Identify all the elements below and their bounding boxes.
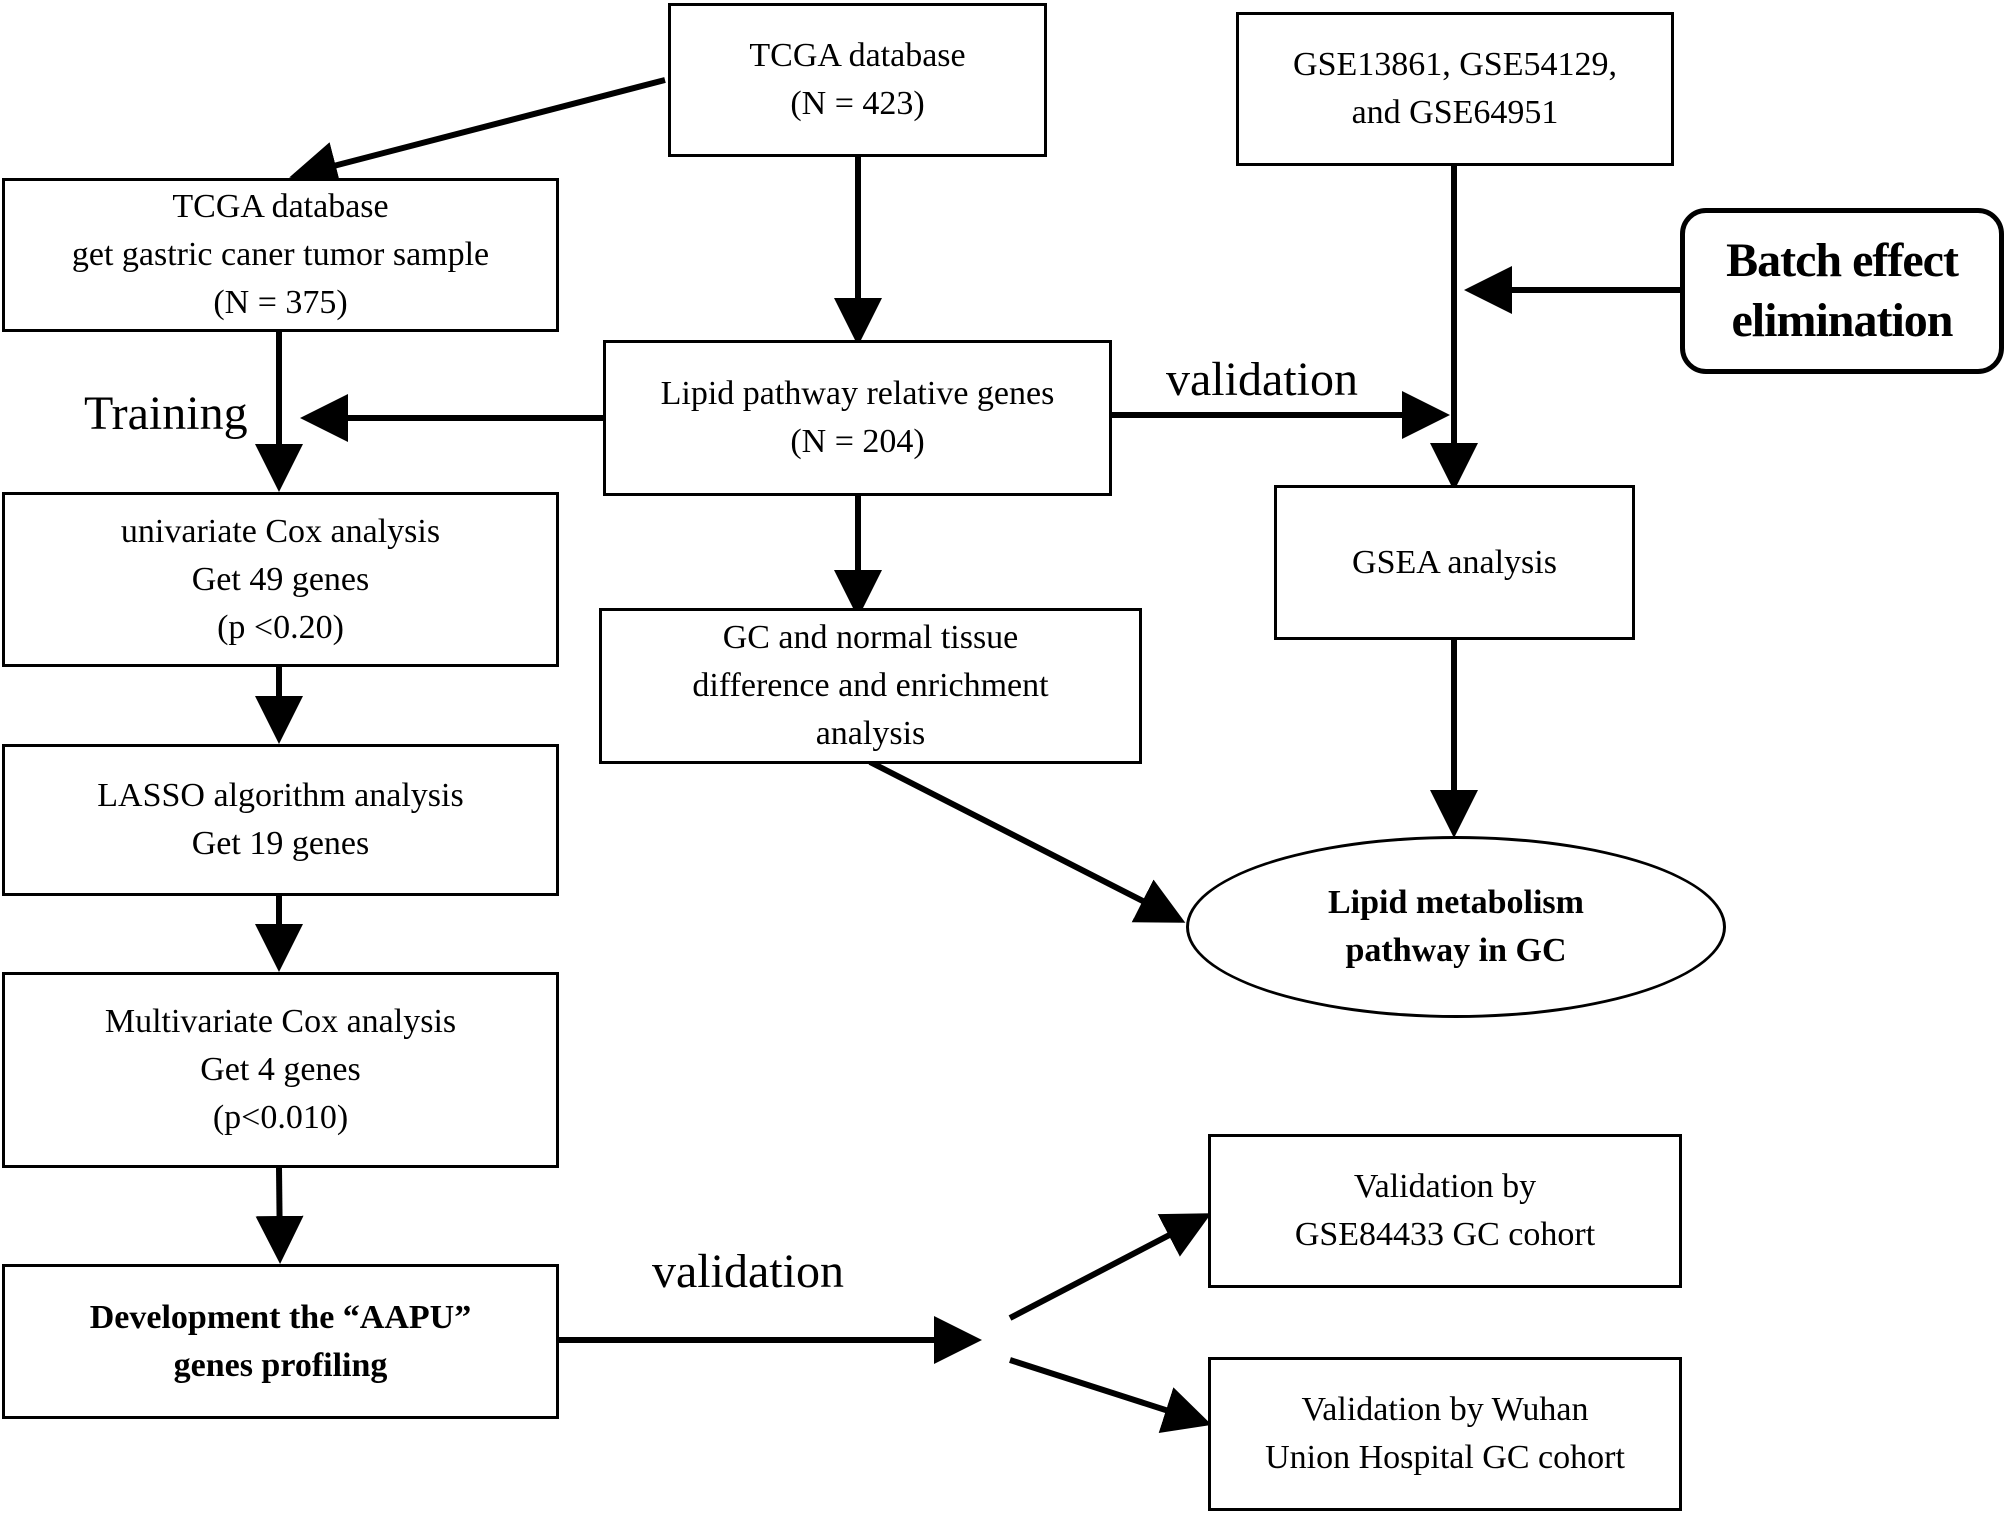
- validation-label-bottom: validation: [652, 1245, 844, 1298]
- multivariate-line-2: Get 4 genes: [200, 1051, 361, 1088]
- lipid-genes-line-2: (N = 204): [790, 423, 925, 460]
- lipid-metabolism-line-2: pathway in GC: [1345, 932, 1567, 969]
- arrow-tcga-to-tumor: [289, 77, 666, 189]
- val-gse84433-line-2: GSE84433 GC cohort: [1294, 1216, 1596, 1253]
- gsea-analysis-box: GSEA analysis: [1274, 485, 1635, 640]
- val-wuhan-line-2: Union Hospital GC cohort: [1265, 1439, 1625, 1476]
- lipid-genes-line-1: Lipid pathway relative genes: [660, 375, 1055, 412]
- batch-effect-line-1: Batch effect: [1726, 234, 1959, 287]
- univariate-line-2: Get 49 genes: [191, 560, 370, 598]
- validation-wuhan-box: Validation by Wuhan Union Hospital GC co…: [1208, 1357, 1682, 1511]
- geo-datasets-line-1: GSE13861, GSE54129,: [1293, 46, 1617, 83]
- multivariate-cox-box: Multivariate Cox analysis Get 4 genes (p…: [2, 972, 559, 1168]
- lipid-metabolism-gc-ellipse: Lipid metabolism pathway in GC: [1186, 836, 1726, 1018]
- lipid-pathway-genes-box: Lipid pathway relative genes (N = 204): [603, 340, 1112, 496]
- gc-normal-line-3: analysis: [815, 715, 926, 752]
- arrow-split-to-gse84433: [1008, 1213, 1212, 1321]
- geo-datasets-line-2: and GSE64951: [1351, 94, 1559, 131]
- tcga-database-count: (N = 423): [790, 85, 925, 122]
- arrow-gc-normal-to-lipid-gc: [868, 759, 1186, 923]
- arrow-multivariate-to-aapu: [255, 1167, 304, 1264]
- arrow-split-to-wuhan: [1009, 1357, 1212, 1433]
- gc-normal-line-2: difference and enrichment: [692, 667, 1049, 704]
- tcga-tumor-line-3: (N = 375): [213, 284, 348, 321]
- geo-datasets-box: GSE13861, GSE54129, and GSE64951: [1236, 12, 1674, 166]
- batch-effect-elimination-box: Batch effect elimination: [1680, 208, 2004, 374]
- validation-gse84433-box: Validation by GSE84433 GC cohort: [1208, 1134, 1682, 1288]
- multivariate-line-1: Multivariate Cox analysis: [104, 1003, 457, 1040]
- lasso-line-1: LASSO algorithm analysis: [97, 777, 464, 814]
- val-gse84433-line-1: Validation by: [1353, 1168, 1537, 1205]
- lasso-analysis-box: LASSO algorithm analysis Get 19 genes: [2, 744, 559, 896]
- univariate-line-3: (p <0.20): [217, 608, 344, 646]
- tcga-tumor-line-1: TCGA database: [172, 188, 389, 225]
- aapu-line-1: Development the “AAPU”: [89, 1298, 472, 1336]
- gsea-analysis-label: GSEA analysis: [1352, 543, 1557, 581]
- batch-effect-line-2: elimination: [1731, 294, 1953, 347]
- aapu-line-2: genes profiling: [173, 1346, 388, 1384]
- gc-normal-line-1: GC and normal tissue: [722, 619, 1019, 656]
- gc-normal-tissue-box: GC and normal tissue difference and enri…: [599, 608, 1142, 764]
- multivariate-line-3: (p<0.010): [212, 1099, 349, 1136]
- val-wuhan-line-1: Validation by Wuhan: [1301, 1391, 1589, 1428]
- tcga-tumor-sample-box: TCGA database get gastric caner tumor sa…: [2, 178, 559, 332]
- univariate-line-1: univariate Cox analysis: [120, 512, 441, 550]
- lipid-metabolism-line-1: Lipid metabolism: [1328, 884, 1584, 921]
- tcga-tumor-line-2: get gastric caner tumor sample: [71, 236, 490, 273]
- lasso-line-2: Get 19 genes: [191, 825, 370, 862]
- tcga-database-box: TCGA database (N = 423): [668, 3, 1047, 157]
- tcga-database-title: TCGA database: [749, 37, 966, 74]
- aapu-profiling-box: Development the “AAPU” genes profiling: [2, 1264, 559, 1419]
- training-label: Training: [84, 387, 248, 440]
- validation-label-top: validation: [1166, 353, 1358, 406]
- univariate-cox-box: univariate Cox analysis Get 49 genes (p …: [2, 492, 559, 667]
